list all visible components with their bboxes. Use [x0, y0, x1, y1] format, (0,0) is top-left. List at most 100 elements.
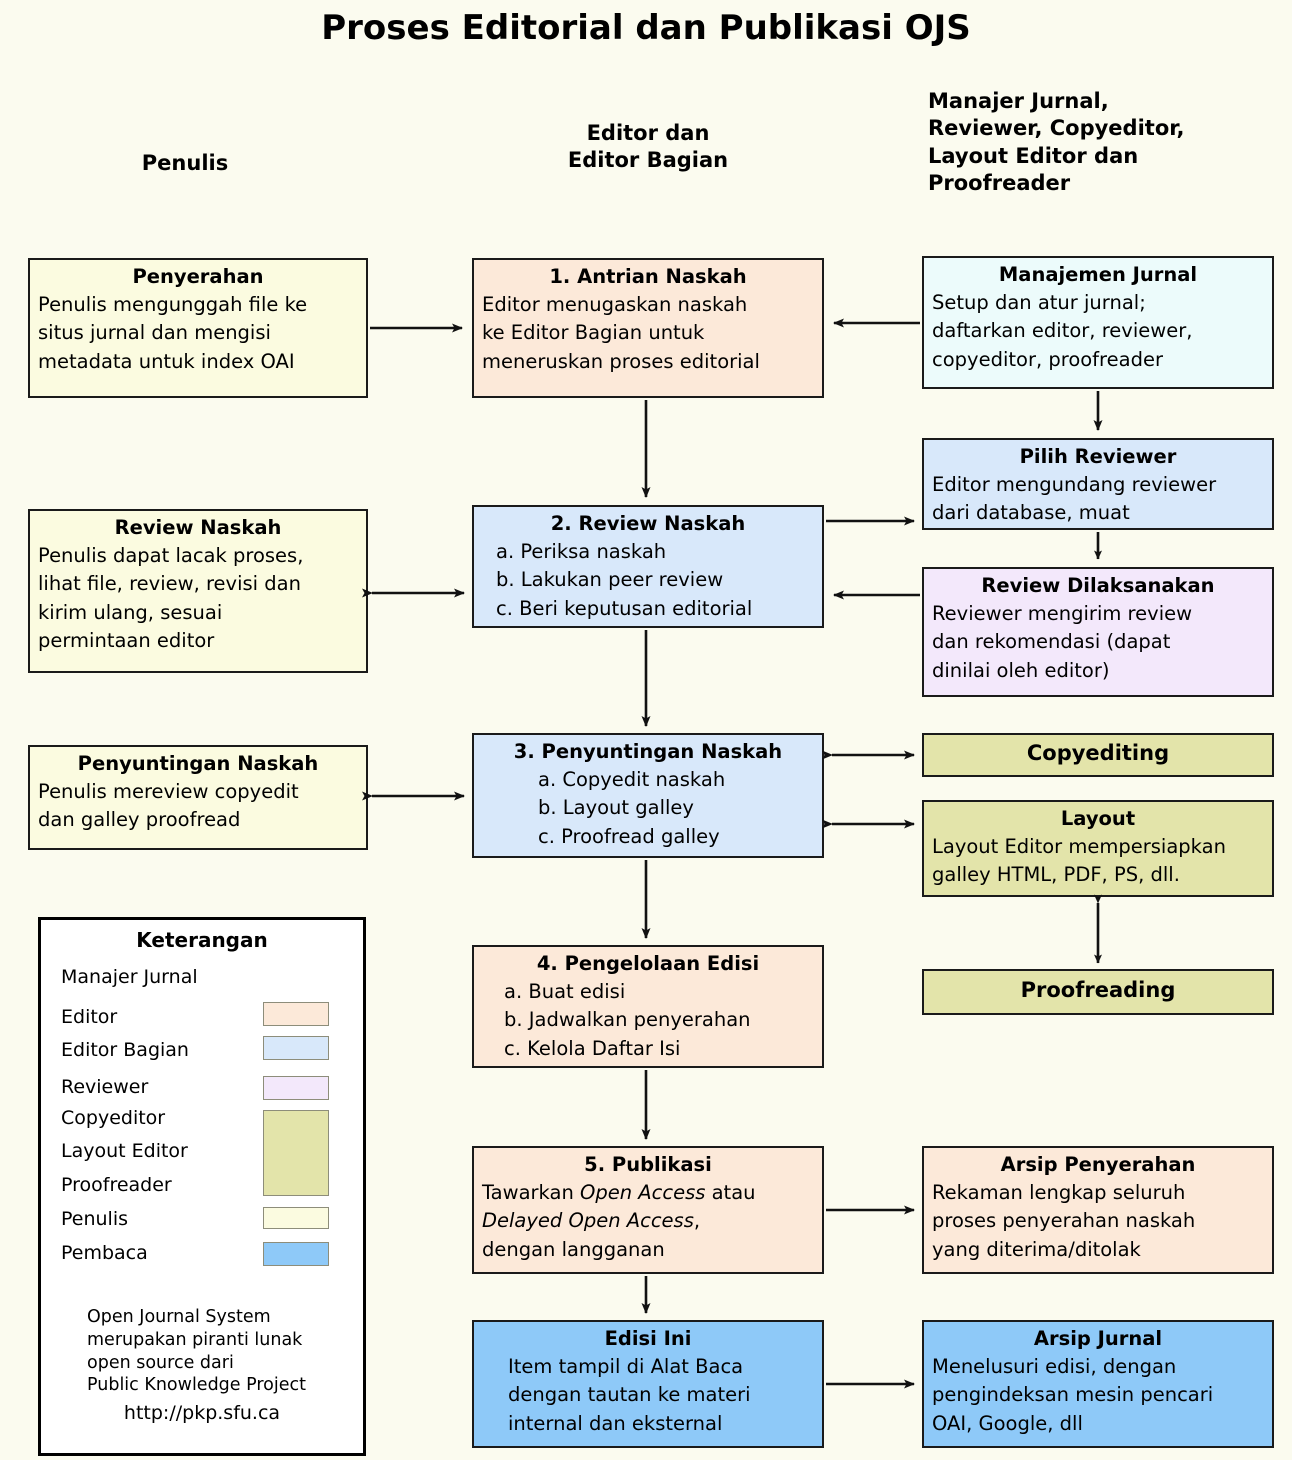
box-penyuntingan-penulis-title: Penyuntingan Naskah — [77, 752, 319, 775]
box-manajemen-jurnal-line-2: copyeditor, proofreader — [932, 347, 1163, 371]
box-layout[interactable]: Layout Layout Editor mempersiapkan galle… — [922, 800, 1274, 897]
legend-note-line-1: merupakan piranti lunak — [87, 1329, 303, 1350]
box-pengelolaan-edisi-line-0: a. Buat edisi — [504, 979, 626, 1003]
box-arsip-penyerahan-line-1: proses penyerahan naskah — [932, 1209, 1196, 1233]
box-pengelolaan-edisi-line-1: b. Jadwalkan penyerahan — [504, 1008, 751, 1032]
box-publikasi-line-2: dengan langganan — [482, 1237, 665, 1261]
box-edisi-ini-line-1: dengan tautan ke materi — [508, 1383, 751, 1407]
box-review-naskah-title: 2. Review Naskah — [550, 512, 746, 535]
box-arsip-jurnal[interactable]: Arsip Jurnal Menelusuri edisi, dengan pe… — [922, 1320, 1274, 1448]
box-copyediting[interactable]: Copyediting — [922, 733, 1274, 777]
box-pengelolaan-edisi-title: 4. Pengelolaan Edisi — [536, 952, 760, 975]
column-header-staff-line1: Manajer Jurnal, — [928, 89, 1109, 113]
legend-url: http://pkp.sfu.ca — [123, 1402, 281, 1424]
box-antrian-naskah-line-2: meneruskan proses editorial — [482, 349, 760, 373]
legend-item-editor: Editor — [61, 1006, 118, 1028]
box-arsip-jurnal-line-0: Menelusuri edisi, dengan — [932, 1354, 1177, 1378]
box-review-naskah-line-2: c. Beri keputusan editorial — [496, 596, 753, 620]
legend-note-line-3: Public Knowledge Project — [87, 1375, 306, 1396]
box-proofreading[interactable]: Proofreading — [922, 969, 1274, 1015]
box-publikasi-line-0: Tawarkan Open Access atau — [482, 1180, 756, 1204]
box-review-naskah-penulis[interactable]: Review Naskah Penulis dapat lacak proses… — [28, 509, 368, 673]
column-header-editor: Editor dan Editor Bagian — [472, 120, 824, 175]
box-layout-line-1: galley HTML, PDF, PS, dll. — [932, 863, 1180, 887]
box-penyuntingan-naskah-title: 3. Penyuntingan Naskah — [513, 740, 783, 763]
box-review-naskah-line-0: a. Periksa naskah — [496, 539, 667, 563]
box-review-naskah-penulis-title: Review Naskah — [114, 516, 282, 539]
box-penyuntingan-naskah-line-2: c. Proofread galley — [538, 824, 720, 848]
box-antrian-naskah-title: 1. Antrian Naskah — [549, 265, 747, 288]
box-review-naskah-penulis-line-1: lihat file, review, revisi dan — [38, 572, 301, 596]
legend-title: Keterangan — [136, 928, 268, 952]
legend-item-pembaca: Pembaca — [61, 1242, 148, 1264]
box-arsip-penyerahan-title: Arsip Penyerahan — [1000, 1153, 1196, 1176]
box-review-naskah-penulis-line-3: permintaan editor — [38, 629, 215, 653]
box-penyuntingan-naskah[interactable]: 3. Penyuntingan Naskah a. Copyedit naska… — [472, 733, 824, 858]
legend-item-layout-editor: Layout Editor — [61, 1140, 188, 1162]
box-antrian-naskah-line-0: Editor menugaskan naskah — [482, 292, 748, 316]
box-publikasi[interactable]: 5. Publikasi Tawarkan Open Access atau D… — [472, 1146, 824, 1274]
legend-rows: Manajer Jurnal Editor Editor Bagian Revi… — [41, 958, 363, 1288]
box-arsip-jurnal-line-2: OAI, Google, dll — [932, 1411, 1083, 1435]
box-manajemen-jurnal-line-0: Setup dan atur jurnal; — [932, 290, 1146, 314]
box-pilih-reviewer-line-1: dari database, muat — [932, 501, 1130, 525]
box-arsip-penyerahan-line-0: Rekaman lengkap seluruh — [932, 1180, 1186, 1204]
box-review-naskah-line-1: b. Lakukan peer review — [496, 568, 724, 592]
box-penyuntingan-penulis[interactable]: Penyuntingan Naskah Penulis mereview cop… — [28, 745, 368, 850]
box-penyuntingan-penulis-line-1: dan galley proofread — [38, 808, 241, 832]
box-penyerahan-line-0: Penulis mengunggah file ke — [38, 292, 308, 316]
box-manajemen-jurnal[interactable]: Manajemen Jurnal Setup dan atur jurnal; … — [922, 256, 1274, 389]
legend-swatch-editor-bagian — [263, 1036, 329, 1060]
box-antrian-naskah[interactable]: 1. Antrian Naskah Editor menugaskan nask… — [472, 258, 824, 398]
column-header-staff-line2: Reviewer, Copyeditor, — [928, 116, 1185, 141]
box-review-dilaksanakan-line-0: Reviewer mengirim review — [932, 601, 1193, 625]
box-penyuntingan-penulis-line-0: Penulis mereview copyedit — [38, 779, 299, 803]
box-penyerahan-line-2: metadata untuk index OAI — [38, 349, 295, 373]
legend-swatch-penulis — [263, 1207, 329, 1229]
box-penyerahan-line-1: situs jurnal dan mengisi — [38, 321, 271, 345]
box-review-naskah-penulis-line-2: kirim ulang, sesuai — [38, 600, 223, 624]
legend-swatch-pembaca — [263, 1242, 329, 1266]
box-arsip-jurnal-line-1: pengindeksan mesin pencari — [932, 1383, 1214, 1407]
box-review-naskah[interactable]: 2. Review Naskah a. Periksa naskah b. La… — [472, 505, 824, 628]
legend-item-reviewer: Reviewer — [61, 1076, 149, 1098]
legend-swatch-reviewer — [263, 1076, 329, 1100]
box-manajemen-jurnal-line-1: daftarkan editor, reviewer, — [932, 319, 1193, 343]
column-header-staff: Manajer Jurnal, Reviewer, Copyeditor, La… — [928, 88, 1288, 197]
box-penyerahan[interactable]: Penyerahan Penulis mengunggah file ke si… — [28, 258, 368, 398]
box-review-dilaksanakan-title: Review Dilaksanakan — [981, 574, 1215, 597]
legend-panel: Keterangan Manajer Jurnal Editor Editor … — [38, 917, 366, 1456]
box-proofreading-title: Proofreading — [1020, 978, 1176, 1003]
legend-note-line-2: open source dari — [87, 1352, 234, 1373]
box-pilih-reviewer-title: Pilih Reviewer — [1019, 445, 1177, 468]
column-header-editor-line2: Editor Bagian — [567, 148, 729, 173]
box-edisi-ini-line-0: Item tampil di Alat Baca — [508, 1354, 744, 1378]
box-review-dilaksanakan-line-1: dan rekomendasi (dapat — [932, 630, 1171, 654]
column-header-penulis-line: Penulis — [141, 151, 229, 175]
box-pengelolaan-edisi[interactable]: 4. Pengelolaan Edisi a. Buat edisi b. Ja… — [472, 945, 824, 1068]
box-arsip-penyerahan-line-2: yang diterima/ditolak — [932, 1237, 1141, 1261]
legend-note-line-0: Open Journal System — [87, 1307, 271, 1327]
legend-item-proofreader: Proofreader — [61, 1174, 172, 1196]
box-review-dilaksanakan[interactable]: Review Dilaksanakan Reviewer mengirim re… — [922, 567, 1274, 697]
box-copyediting-title: Copyediting — [1026, 741, 1170, 766]
box-review-dilaksanakan-line-2: dinilai oleh editor) — [932, 658, 1110, 682]
box-review-naskah-penulis-line-0: Penulis dapat lacak proses, — [38, 543, 304, 567]
legend-item-penulis: Penulis — [61, 1208, 129, 1230]
box-penyuntingan-naskah-line-0: a. Copyedit naskah — [538, 767, 726, 791]
box-penyerahan-title: Penyerahan — [132, 265, 264, 288]
box-layout-title: Layout — [1060, 807, 1136, 830]
legend-swatch-editor — [263, 1002, 329, 1026]
box-pilih-reviewer-line-0: Editor mengundang reviewer — [932, 472, 1217, 496]
box-edisi-ini[interactable]: Edisi Ini Item tampil di Alat Baca denga… — [472, 1320, 824, 1448]
box-pengelolaan-edisi-line-2: c. Kelola Daftar Isi — [504, 1036, 681, 1060]
column-header-editor-line1: Editor dan — [586, 121, 710, 145]
page-title: Proses Editorial dan Publikasi OJS — [321, 8, 971, 48]
column-header-staff-line3: Layout Editor dan — [928, 143, 1139, 168]
box-arsip-penyerahan[interactable]: Arsip Penyerahan Rekaman lengkap seluruh… — [922, 1146, 1274, 1274]
legend-swatch-production — [263, 1110, 329, 1196]
column-header-penulis: Penulis — [30, 150, 340, 177]
box-pilih-reviewer[interactable]: Pilih Reviewer Editor mengundang reviewe… — [922, 438, 1274, 530]
legend-item-copyeditor: Copyeditor — [61, 1107, 166, 1129]
